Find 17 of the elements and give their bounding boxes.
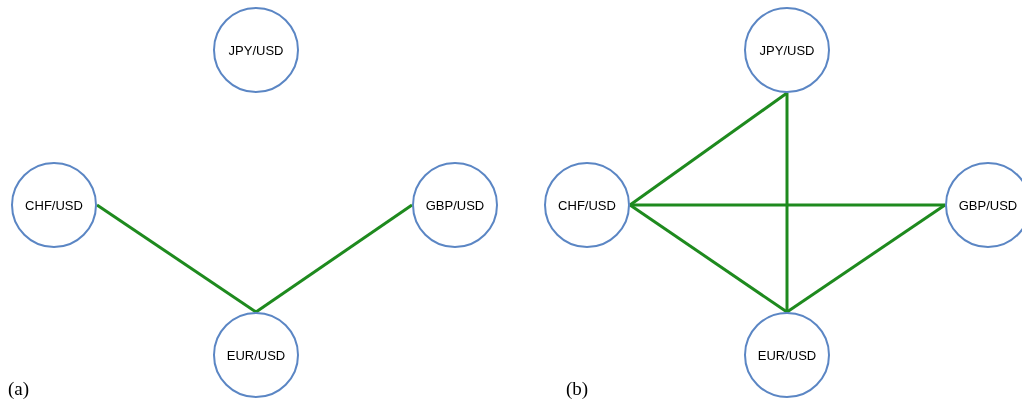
node-label: EUR/USD xyxy=(226,347,286,363)
node-label: JPY/USD xyxy=(228,42,284,58)
connector-line xyxy=(629,203,788,314)
node-label: EUR/USD xyxy=(757,347,817,363)
node-label: CHF/USD xyxy=(25,197,83,213)
connector-line xyxy=(785,93,789,312)
node-label: GBP/USD xyxy=(958,197,1018,213)
connector-line xyxy=(629,91,788,207)
node-label: CHF/USD xyxy=(558,197,616,213)
panel-label: (a) xyxy=(8,378,30,400)
connector-line xyxy=(255,203,413,314)
connector-line xyxy=(630,203,945,207)
node-label: JPY/USD xyxy=(759,42,815,58)
node-label: GBP/USD xyxy=(425,197,485,213)
connector-line xyxy=(96,203,257,314)
panel-label: (b) xyxy=(566,378,589,400)
connector-line xyxy=(786,203,946,314)
